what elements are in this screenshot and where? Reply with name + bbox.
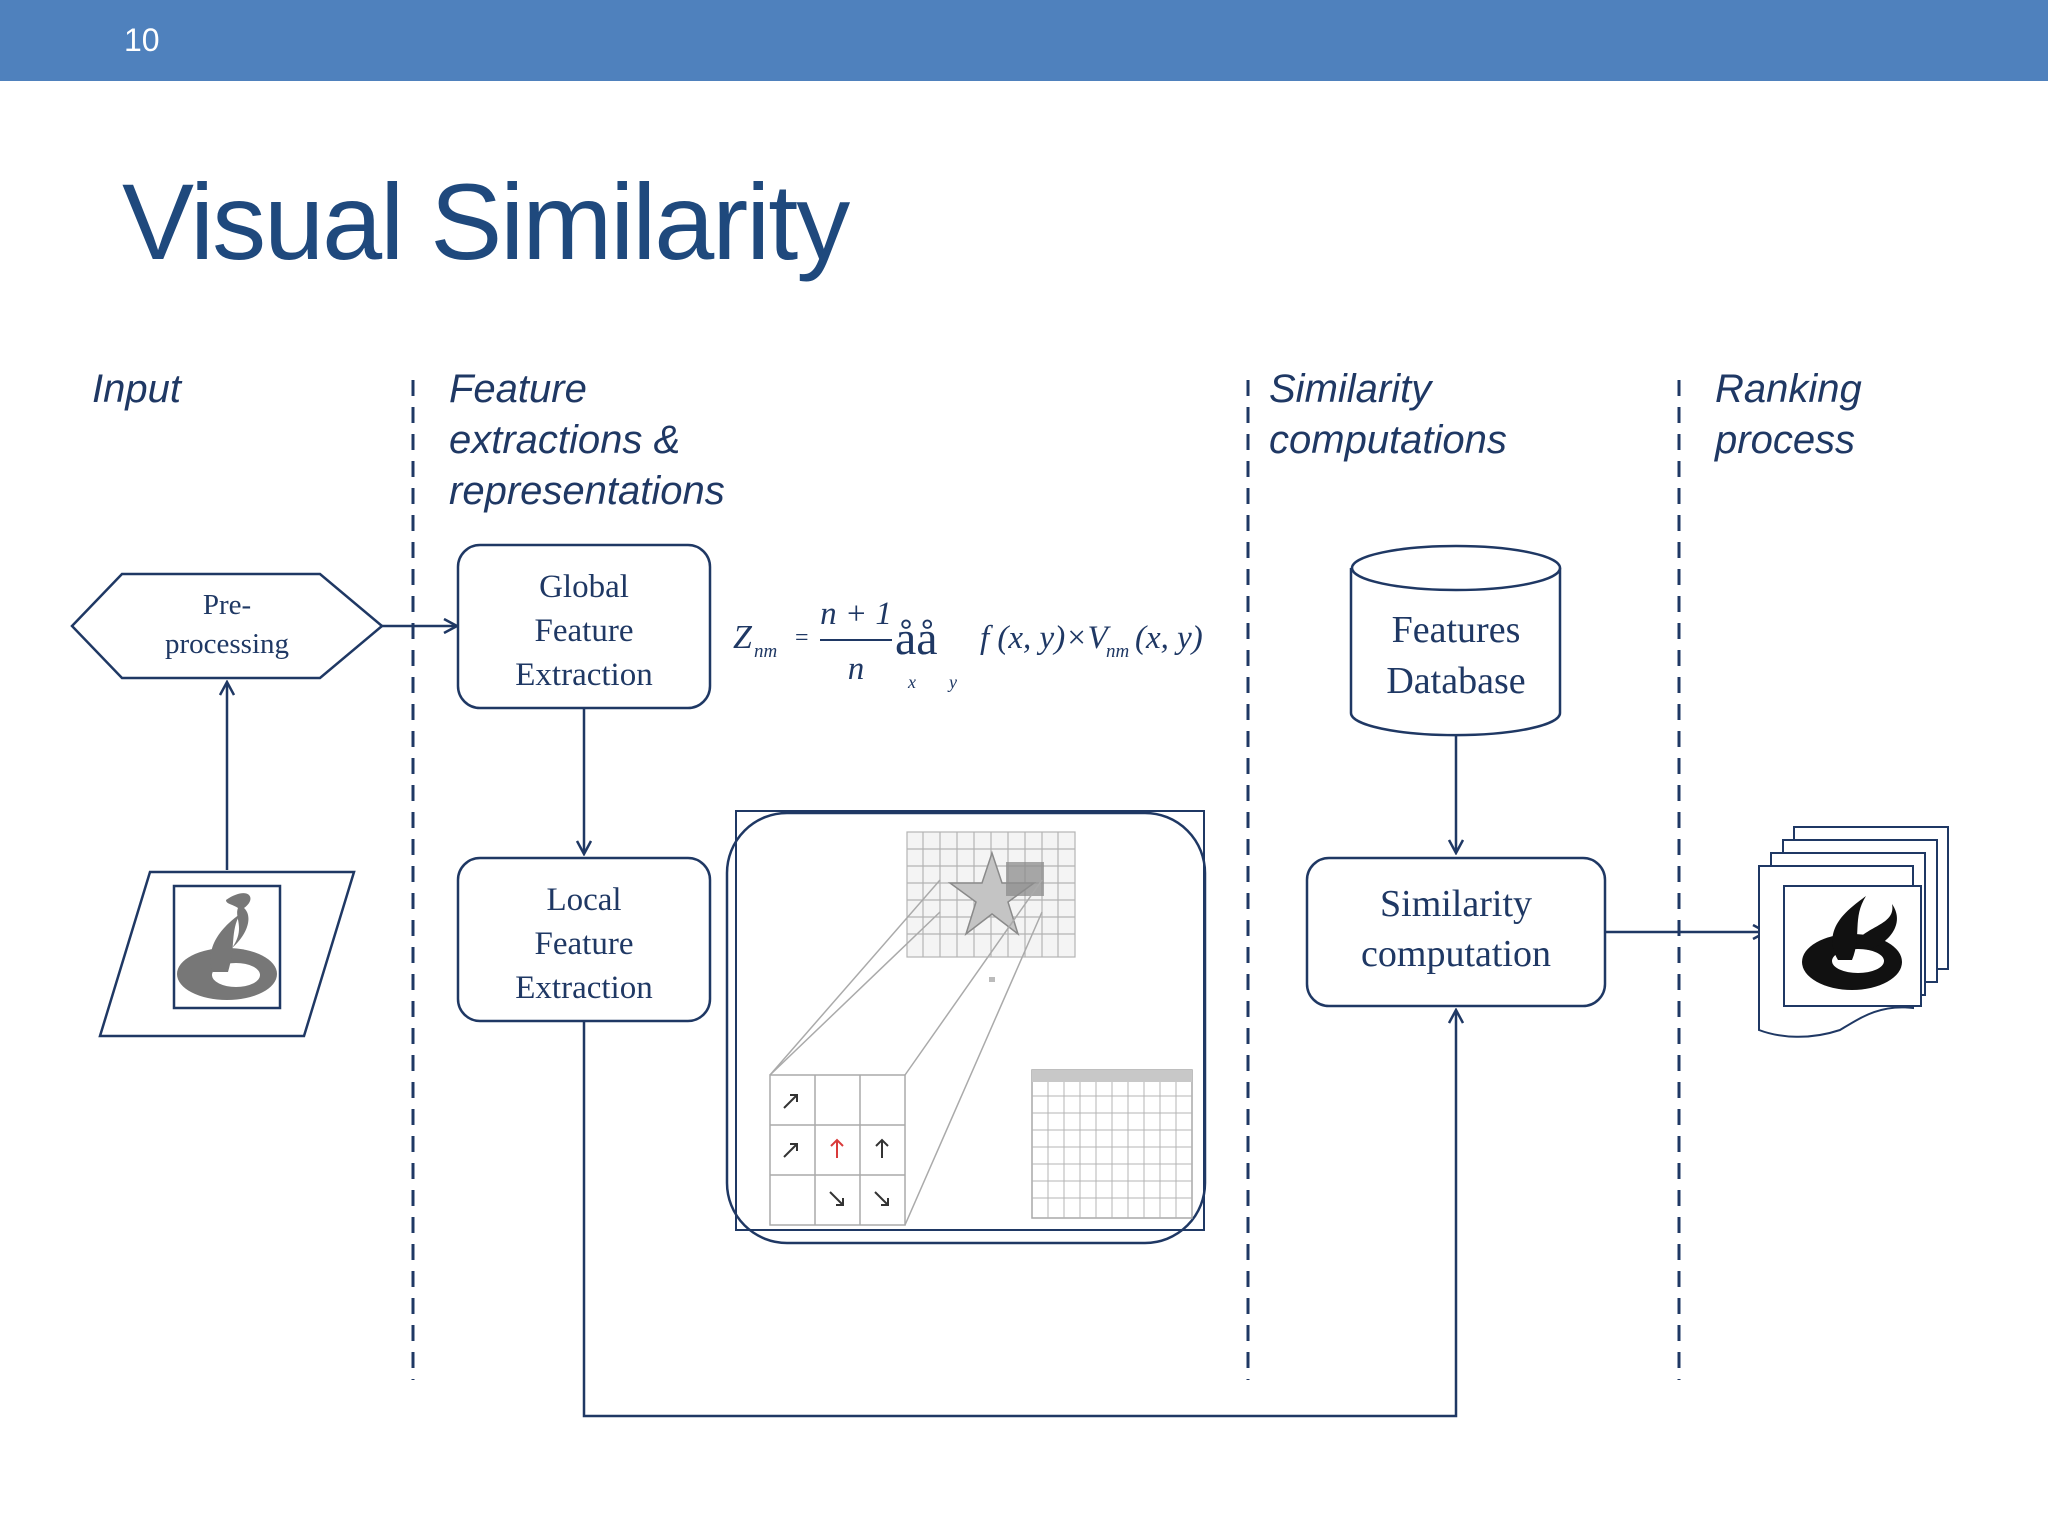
input-image-node <box>98 870 356 1038</box>
features-database-label-line1: Features <box>1392 609 1521 651</box>
header-bar <box>0 0 2048 81</box>
formula-equals: = <box>795 625 809 651</box>
arrow-glyph-3 <box>830 1138 844 1158</box>
arrow-glyph-2 <box>783 1143 798 1158</box>
column-heading-ranking: Ranking process <box>1715 367 1862 462</box>
preprocessing-label-line2: processing <box>165 628 289 660</box>
projection-line-4 <box>769 911 941 1076</box>
formula-lhs: Z <box>733 619 753 656</box>
similarity-label-line1: Similarity <box>1380 883 1532 925</box>
highlighted-patch <box>1006 862 1044 896</box>
arrow-glyph-6 <box>874 1191 889 1206</box>
similarity-label-line2: computation <box>1361 933 1551 975</box>
column-heading-similarity: Similarity computations <box>1269 367 1507 462</box>
projection-line-2 <box>904 879 1043 1076</box>
similarity-computation-node: Similarity computation <box>1305 856 1607 1008</box>
slide-title: Visual Similarity <box>122 161 850 282</box>
formula-numerator: n + 1 <box>820 596 892 632</box>
projection-line-3 <box>904 911 1043 1226</box>
column-heading-input: Input <box>92 367 181 411</box>
slide-number: 10 <box>124 22 160 58</box>
formula-body: f (x, y)×V <box>980 620 1111 656</box>
result-flame-logo-icon <box>1802 896 1902 990</box>
formula-summations: åå <box>895 612 938 665</box>
local-feature-label-line3: Extraction <box>515 970 652 1006</box>
formula-lhs-subscript: nm <box>754 641 777 662</box>
arrow-glyph-5 <box>829 1191 844 1206</box>
features-database-label-line2: Database <box>1386 660 1525 702</box>
global-feature-label-line2: Feature <box>535 613 634 649</box>
local-feature-extraction-node: Local Feature Extraction <box>456 856 712 1023</box>
moment-formula: Z nm = n + 1 n åå x y f (x, y)×V nm (x, … <box>733 596 1203 692</box>
arrow-glyph-1 <box>783 1094 798 1109</box>
global-feature-extraction-node: Global Feature Extraction <box>456 543 712 710</box>
local-feature-illustration <box>725 810 1207 1245</box>
global-feature-label-line1: Global <box>539 569 629 605</box>
column-heading-feature-extraction: Feature extractions & representations <box>449 367 725 513</box>
arrow-glyph-4 <box>875 1138 889 1158</box>
global-feature-label-line3: Extraction <box>515 657 652 693</box>
features-database-node: Features Database <box>1349 544 1562 737</box>
arrow-local-to-similarity <box>582 1010 1456 1418</box>
ranked-results-stack <box>1758 826 1949 1038</box>
matrix-thumbnail <box>1031 1069 1193 1219</box>
small-marker <box>989 977 995 982</box>
local-feature-label-line2: Feature <box>535 926 634 962</box>
formula-body-args: (x, y) <box>1135 620 1203 656</box>
formula-body-subscript: nm <box>1106 641 1129 662</box>
projection-line-1 <box>769 879 941 1076</box>
local-feature-label-line1: Local <box>546 882 621 918</box>
preprocessing-node: Pre- processing <box>70 572 384 680</box>
formula-sum-subscript-y: y <box>947 672 957 692</box>
orientation-grid <box>769 1074 906 1226</box>
input-logo-icon <box>177 893 277 1000</box>
formula-denominator: n <box>848 651 865 687</box>
formula-sum-subscript-x: x <box>907 672 916 692</box>
preprocessing-label-line1: Pre- <box>203 589 251 621</box>
